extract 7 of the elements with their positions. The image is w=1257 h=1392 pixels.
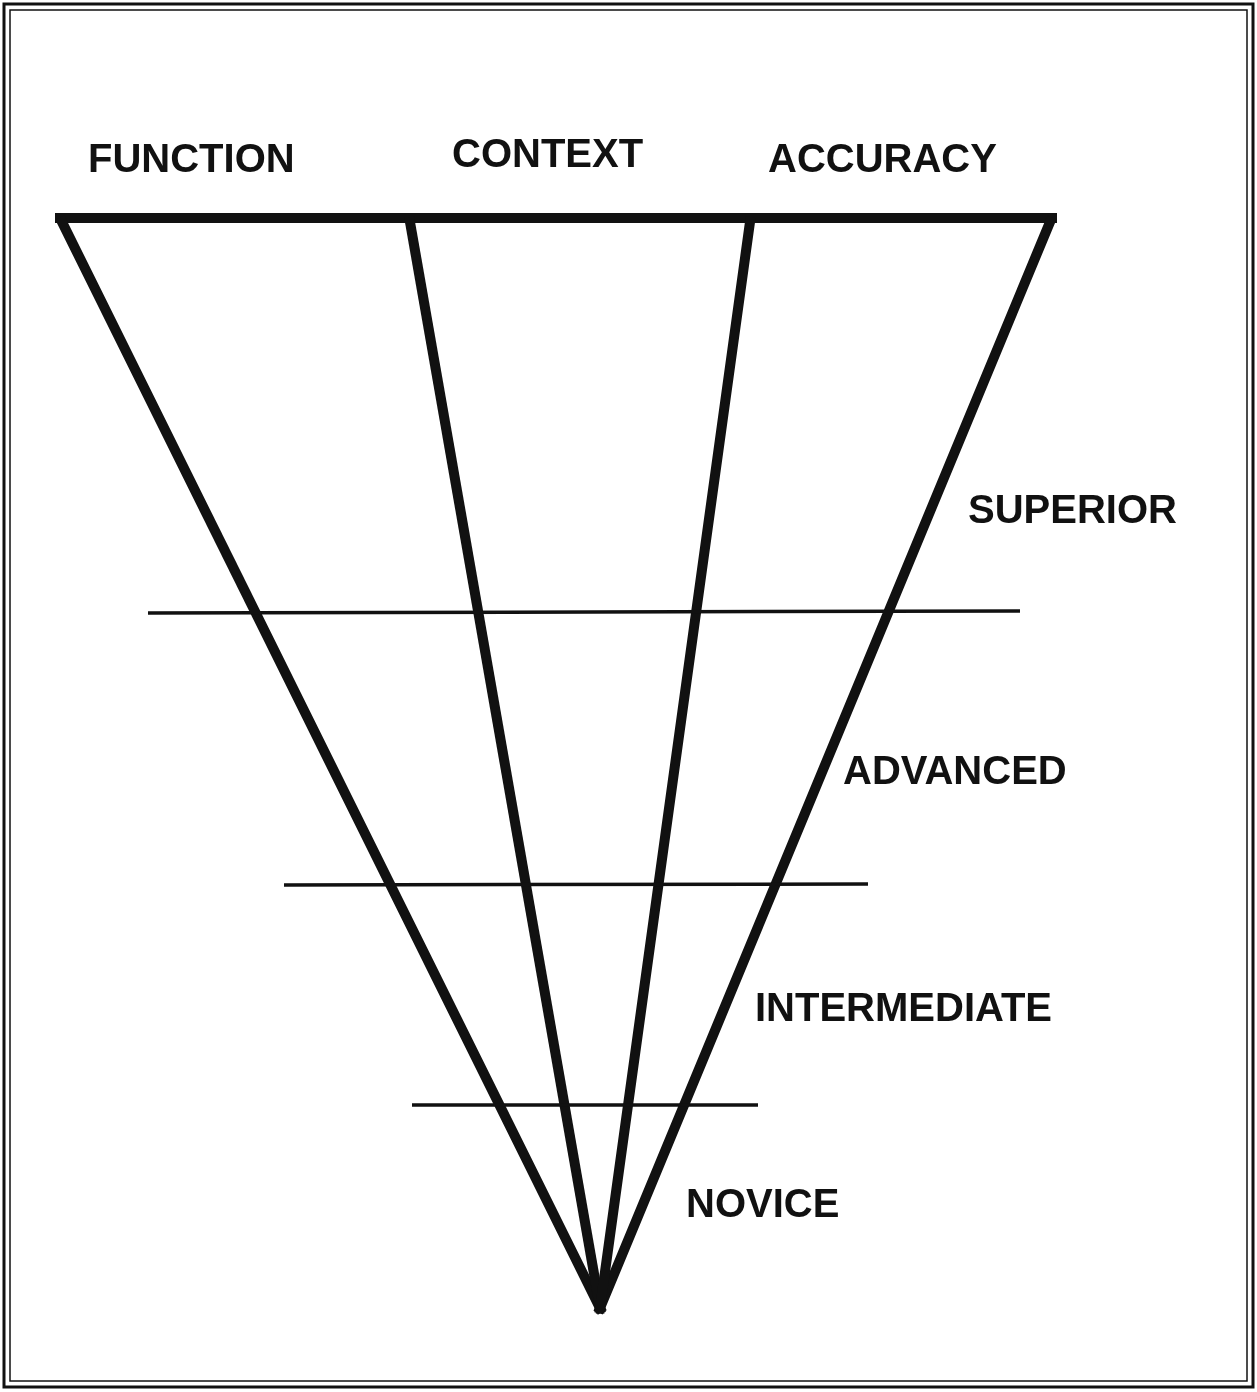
level-label: SUPERIOR [968, 489, 1177, 529]
level-label: ADVANCED [843, 750, 1067, 790]
column-heading: ACCURACY [768, 138, 997, 178]
column-heading: FUNCTION [88, 138, 295, 178]
level-label: NOVICE [686, 1183, 840, 1223]
level-label: INTERMEDIATE [755, 987, 1053, 1027]
column-heading: CONTEXT [452, 133, 644, 173]
